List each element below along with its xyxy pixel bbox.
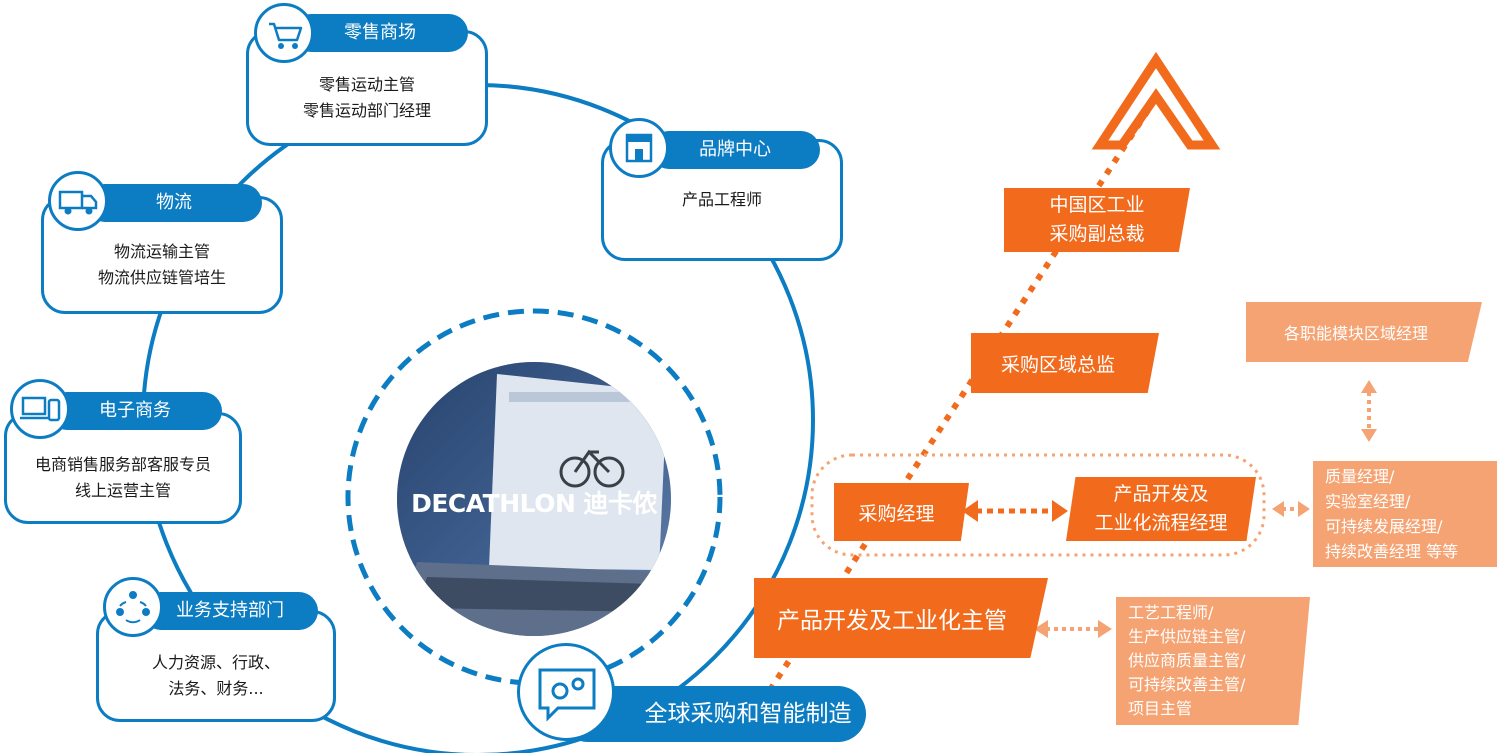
sourcing-title: 全球采购和智能制造 [560,686,866,742]
regional-managers-label: 各职能模块区域经理 [1283,324,1428,343]
logistics-title: 物流 [86,184,262,222]
link-arrow-functional [1272,501,1310,517]
pd-process-line: 产品开发及 [1113,483,1209,505]
role-text: 物流供应链管培生 [97,268,226,287]
up-arrow-icon [1091,51,1221,150]
link-arrow-regional [1361,380,1377,442]
devices-icon [20,396,61,422]
purchasing-manager-label: 采购经理 [858,502,935,525]
functional-role: 实验室经理/ [1325,492,1411,511]
support-title: 业务支持部门 [142,592,318,630]
role-text: 产品工程师 [681,190,762,209]
vp-box: 中国区工业 采购副总裁 [1004,188,1190,252]
director-label: 采购区域总监 [1000,353,1115,376]
cart-icon [269,22,303,49]
logistics-icon-badge [48,171,108,231]
engineering-role: 供应商质量主管/ [1128,651,1246,670]
functional-roles-box: 质量经理/ 实验室经理/ 可持续发展经理/ 持续改善经理 等等 [1313,461,1497,567]
engineering-role: 工艺工程师/ [1128,603,1214,622]
engineering-role: 项目主管 [1128,699,1193,718]
role-text: 线上运营主管 [74,481,171,500]
role-text: 零售运动部门经理 [302,101,431,120]
engineering-role: 生产供应链主管/ [1128,627,1246,646]
retail-icon-badge [254,3,314,63]
support-icon-badge [103,577,163,637]
link-arrow-managers [962,500,1068,522]
pd-process-line: 工业化流程经理 [1094,512,1228,534]
vp-line: 采购副总裁 [1049,223,1145,245]
role-text: 物流运输主管 [113,242,210,261]
sourcing-icon-badge [517,643,615,741]
engineering-roles-box: 工艺工程师/ 生产供应链主管/ 供应商质量主管/ 可持续改善主管/ 项目主管 [1116,597,1310,725]
functional-role: 持续改善经理 等等 [1325,542,1459,561]
functional-role: 质量经理/ [1325,467,1395,486]
pd-supervisor-label: 产品开发及工业化主管 [777,608,1007,634]
ecommerce-icon-badge [10,379,70,439]
pd-supervisor-box: 产品开发及工业化主管 [754,578,1048,658]
laptop-illustration [397,362,671,636]
purchasing-manager-box: 采购经理 [834,483,969,541]
storefront-icon [625,133,653,163]
role-text: 法务、财务... [168,679,264,698]
functional-role: 可持续发展经理/ [1325,517,1443,536]
brand-center-icon-badge [609,118,669,178]
vp-line: 中国区工业 [1049,194,1145,216]
link-arrow-engineering [1034,620,1112,638]
role-text: 电商销售服务部客服专员 [34,455,211,474]
pd-process-manager-box: 产品开发及 工业化流程经理 [1066,477,1256,541]
brand-center-title: 品牌中心 [650,131,820,169]
ecommerce-title: 电子商务 [48,392,222,430]
director-box: 采购区域总监 [971,333,1159,393]
engineering-role: 可持续改善主管/ [1128,675,1246,694]
role-text: 零售运动主管 [318,75,415,94]
regional-managers-box: 各职能模块区域经理 [1246,302,1482,362]
dashed-ring [345,308,723,686]
truck-icon [58,190,98,215]
retail-title: 零售商场 [292,14,468,52]
team-icon [116,591,150,624]
gears-chat-icon [538,668,596,722]
manager-group-outline [810,453,1266,557]
role-text: 人力资源、行政、 [151,653,280,672]
